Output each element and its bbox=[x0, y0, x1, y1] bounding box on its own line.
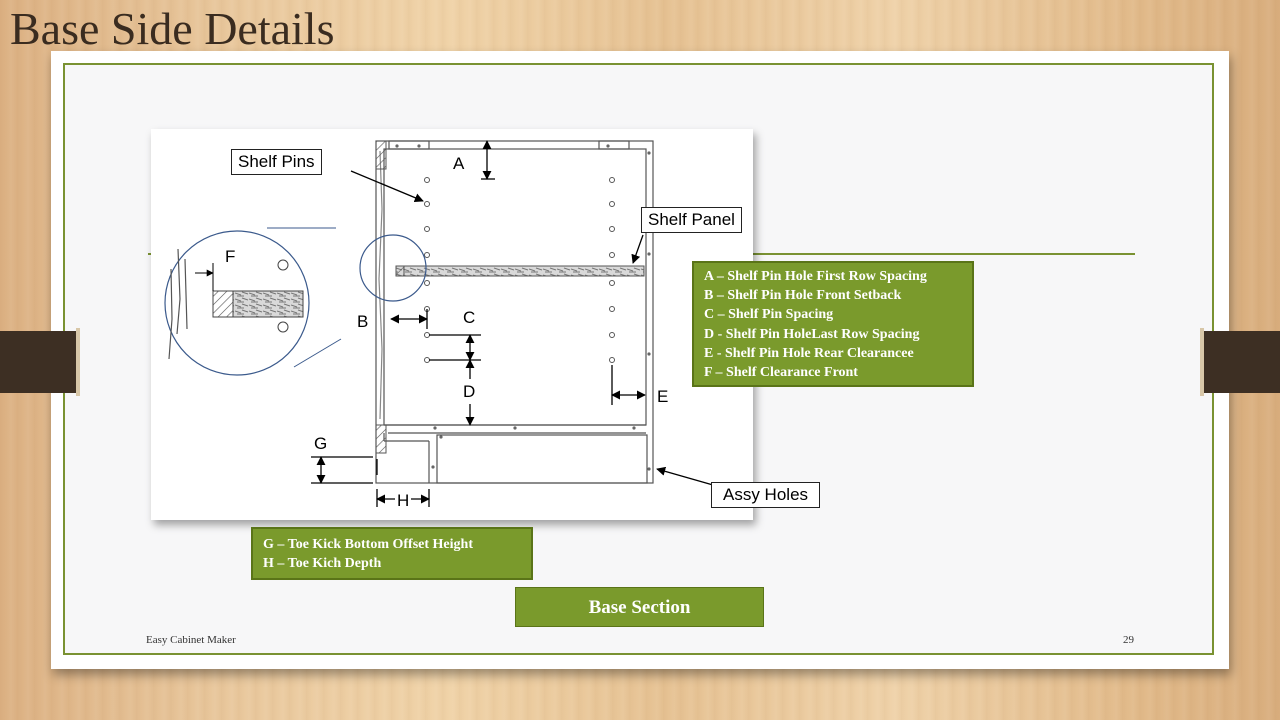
left-binder-tab bbox=[0, 328, 80, 396]
bottom-rail-section bbox=[375, 424, 387, 454]
legend-item: G – Toe Kick Bottom Offset Height bbox=[263, 537, 473, 552]
base-section-button[interactable]: Base Section bbox=[515, 587, 764, 627]
legend-item: F – Shelf Clearance Front bbox=[704, 365, 858, 381]
shelf-panel bbox=[395, 265, 645, 277]
dim-label-d: D bbox=[463, 382, 475, 401]
dimension-lines bbox=[311, 140, 714, 507]
legend-item: H – Toe Kich Depth bbox=[263, 556, 382, 572]
legend-item: E - Shelf Pin Hole Rear Clearancee bbox=[704, 345, 914, 361]
dim-label-g: G bbox=[314, 434, 327, 453]
legend-dimensions: A – Shelf Pin Hole First Row Spacing B –… bbox=[692, 261, 974, 387]
callout-shelf-pins: Shelf Pins bbox=[231, 149, 322, 175]
legend-toe-kick: G – Toe Kick Bottom Offset Height H – To… bbox=[251, 527, 533, 580]
right-binder-tab bbox=[1200, 328, 1280, 396]
callout-assy-holes: Assy Holes bbox=[711, 482, 821, 508]
dim-label-b: B bbox=[357, 312, 368, 331]
cabinet-side-diagram: A B C D E F G H Shelf Pins Shelf Panel bbox=[151, 129, 753, 520]
cabinet-side-panel bbox=[375, 140, 654, 484]
slide-title: Base Side Details bbox=[10, 3, 335, 54]
callout-shelf-panel: Shelf Panel bbox=[641, 207, 742, 233]
shelf-pin-holes-rear bbox=[609, 177, 615, 363]
assembly-holes bbox=[395, 144, 651, 471]
dim-label-e: E bbox=[657, 387, 668, 406]
cabinet-side-drawing: A B C D E F G H bbox=[164, 140, 714, 510]
top-rail-section bbox=[375, 140, 387, 170]
legend-item: D - Shelf Pin HoleLast Row Spacing bbox=[704, 326, 920, 342]
legend-item: C – Shelf Pin Spacing bbox=[704, 307, 834, 323]
legend-item: B – Shelf Pin Hole Front Setback bbox=[704, 288, 902, 304]
dim-label-a: A bbox=[453, 154, 465, 173]
divider-line-left bbox=[148, 253, 152, 255]
footer-left: Easy Cabinet Maker bbox=[146, 634, 236, 646]
divider-line-right bbox=[753, 253, 1135, 255]
legend-item: A – Shelf Pin Hole First Row Spacing bbox=[704, 269, 927, 284]
dim-label-f: F bbox=[225, 247, 235, 266]
page-number: 29 bbox=[1123, 634, 1134, 646]
detail-magnifier bbox=[164, 227, 427, 376]
dim-label-h: H bbox=[397, 491, 409, 510]
dim-label-c: C bbox=[463, 308, 475, 327]
